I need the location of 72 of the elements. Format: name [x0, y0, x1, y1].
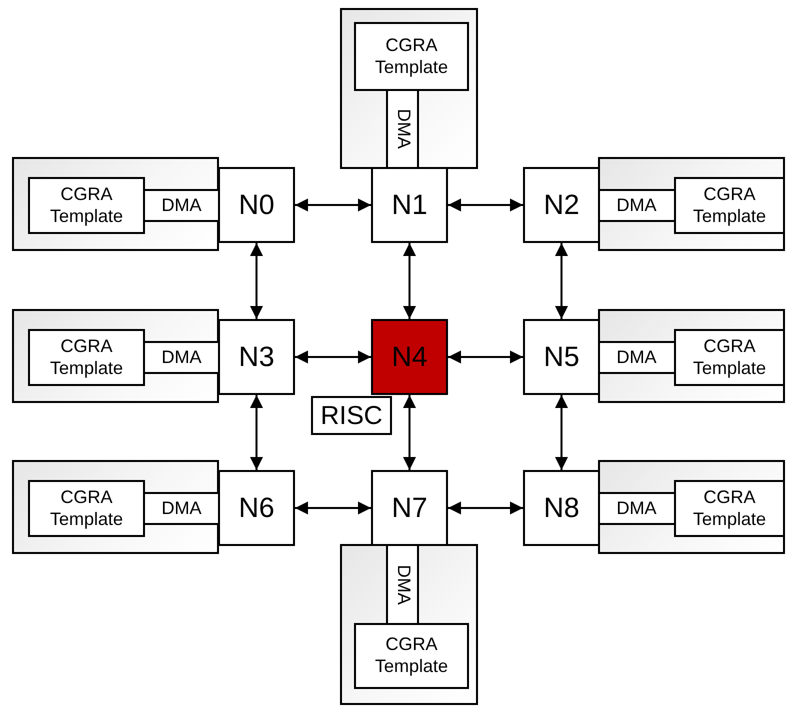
- double-arrow: [448, 350, 523, 364]
- cgra-template-box: [354, 623, 469, 689]
- tile-panel: [598, 309, 785, 403]
- double-arrow: [250, 243, 263, 319]
- router-label: N4: [392, 340, 428, 374]
- cgra-template-label: CGRA Template: [692, 336, 768, 380]
- tile-panel: [598, 460, 785, 554]
- dma-box: [597, 189, 676, 222]
- dma-label: DMA: [616, 194, 656, 216]
- router-box: [371, 319, 448, 395]
- dma-box: [386, 544, 419, 625]
- dma-label: DMA: [616, 498, 656, 520]
- cgra-template-box: [674, 329, 785, 386]
- dma-label: DMA: [616, 346, 656, 368]
- double-arrow: [295, 198, 371, 212]
- dma-box: [143, 341, 220, 374]
- cgra-template-label: CGRA Template: [692, 184, 768, 228]
- cgra-template-box: [674, 177, 785, 234]
- dma-label: DMA: [392, 109, 414, 149]
- double-arrow: [295, 502, 371, 514]
- dma-label: DMA: [392, 564, 414, 604]
- cgra-template-label: CGRA Template: [692, 486, 768, 530]
- double-arrow: [250, 395, 263, 470]
- router-box: [371, 470, 448, 546]
- cgra-template-label: CGRA Template: [374, 634, 450, 678]
- router-box: [371, 167, 448, 243]
- router-box: [523, 319, 600, 395]
- dma-box: [597, 492, 676, 525]
- dma-label: DMA: [162, 346, 202, 368]
- double-arrow: [448, 198, 523, 212]
- tile-panel: [340, 544, 478, 705]
- router-box: [218, 319, 295, 395]
- double-arrow: [555, 243, 568, 319]
- risc-label: RISC: [320, 400, 383, 432]
- dma-box: [386, 89, 419, 169]
- cgra-template-box: [28, 329, 145, 386]
- router-label: N8: [544, 491, 580, 525]
- cgra-template-label: CGRA Template: [48, 336, 124, 380]
- router-label: N7: [392, 491, 428, 525]
- tile-panel: [598, 157, 785, 251]
- router-label: N2: [544, 188, 580, 222]
- double-arrow: [403, 243, 416, 319]
- cgra-template-box: [28, 480, 145, 537]
- router-label: N6: [238, 491, 274, 525]
- cgra-template-label: CGRA Template: [48, 486, 124, 530]
- dma-label: DMA: [162, 194, 202, 216]
- dma-box: [143, 492, 220, 525]
- router-box: [523, 470, 600, 546]
- tile-panel: [12, 460, 219, 554]
- cgra-template-label: CGRA Template: [374, 34, 450, 78]
- router-box: [218, 167, 295, 243]
- dma-box: [143, 189, 220, 222]
- dma-label: DMA: [162, 498, 202, 520]
- risc-box: [311, 396, 392, 435]
- double-arrow: [295, 350, 371, 364]
- cgra-template-box: [674, 480, 785, 537]
- double-arrow: [555, 395, 568, 470]
- router-box: [523, 167, 600, 243]
- dma-box: [597, 341, 676, 374]
- tile-panel: [12, 309, 219, 403]
- router-label: N1: [392, 188, 428, 222]
- cgra-template-box: [28, 177, 145, 234]
- cgra-template-label: CGRA Template: [48, 184, 124, 228]
- router-label: N3: [238, 340, 274, 374]
- double-arrow: [448, 502, 523, 514]
- tile-panel: [12, 157, 219, 251]
- router-box: [218, 470, 295, 546]
- cgra-template-box: [354, 22, 469, 91]
- tile-panel: [340, 8, 478, 169]
- router-label: N5: [544, 340, 580, 374]
- router-label: N0: [238, 188, 274, 222]
- double-arrow: [403, 395, 416, 470]
